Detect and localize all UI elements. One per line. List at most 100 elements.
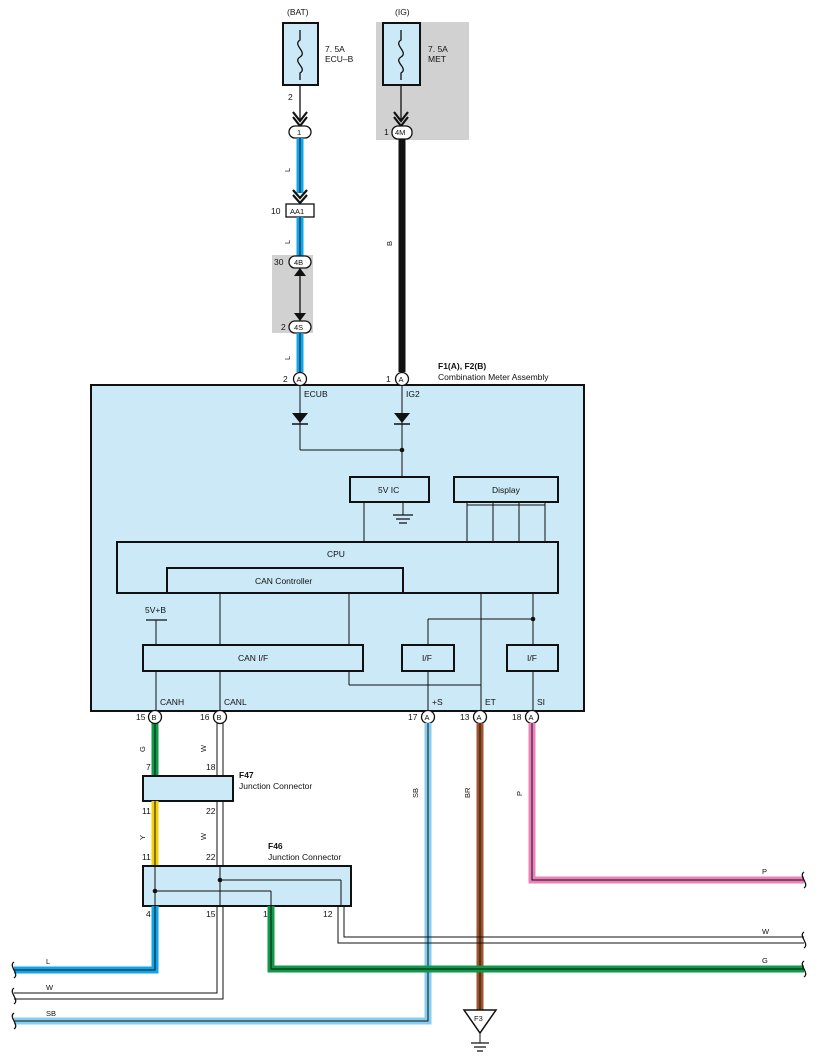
ecu-b-fuse-name: ECU–B [325, 54, 354, 64]
wire-g-label-1: G [138, 746, 147, 752]
meter-pin-top1-num: 2 [283, 374, 288, 384]
pin-15 [147, 709, 163, 725]
pin-18-num: 18 [512, 712, 522, 722]
ig-source-label: (IG) [395, 7, 410, 17]
wire-w-label-right: W [762, 927, 770, 936]
f46-junction-2 [217, 877, 223, 883]
display-label: Display [492, 485, 521, 495]
ecub-label: ECUB [304, 389, 328, 399]
canh-label: CANH [160, 697, 184, 707]
f46-code: F46 [268, 841, 283, 851]
si-label: SI [537, 697, 545, 707]
meter-title-name: Combination Meter Assembly [438, 372, 549, 382]
pin-16-conn: B [217, 713, 222, 722]
if-junction [530, 616, 536, 622]
wire-p-label-2: P [762, 867, 767, 876]
wire-y-label: Y [138, 835, 147, 840]
if2-box [506, 644, 559, 672]
pin-17-num: 17 [408, 712, 418, 722]
wire-l-label-2: L [283, 240, 292, 244]
wire-l-out-core [14, 906, 156, 971]
meter-pin-top2-conn: A [399, 375, 404, 384]
wire-w-label-2: W [199, 832, 208, 840]
ecu-b-fuse-rating: 7. 5A [325, 44, 345, 54]
f47-top-pin-18: 18 [206, 762, 216, 772]
break-mark-left-1 [11, 961, 17, 979]
wire-w-canl [216, 723, 224, 776]
f46-bottom-pin-12: 12 [323, 909, 333, 919]
wire-br-label: BR [463, 787, 472, 798]
aa1-connector-name: AA1 [290, 207, 304, 216]
wire-g-out-core [270, 906, 804, 970]
bat-connector-num: 1 [297, 128, 301, 137]
wire-l-label-out: L [46, 957, 50, 966]
diode-junction [399, 447, 405, 453]
can-controller-box [166, 567, 404, 594]
et-label: ET [485, 697, 496, 707]
ic-ground-icon [393, 514, 413, 524]
c4b-connector-name: 4B [294, 258, 303, 267]
wire-sb-label-1: SB [411, 788, 420, 798]
pin-15-num: 15 [136, 712, 146, 722]
can-if-box [142, 644, 364, 672]
aa1-arrow-icon [292, 189, 308, 205]
pin-16 [212, 709, 228, 725]
met-fuse-icon [398, 30, 404, 80]
f46-bottom-pin-15: 15 [206, 909, 216, 919]
f46-connector-box [142, 865, 352, 907]
ecu-b-fuse-icon [297, 30, 303, 80]
wire-p-core [531, 723, 804, 881]
ecu-b-fuse-pin: 2 [288, 92, 293, 102]
c4b-pin: 30 [274, 257, 284, 267]
wire-sb-label-2: SB [46, 1009, 56, 1018]
supply-5vb-label: 5V+B [145, 605, 166, 615]
display-box [453, 476, 559, 503]
plus-s-label: +S [432, 697, 443, 707]
f47-connector-box [142, 775, 234, 802]
ground-icon [471, 1042, 489, 1052]
ground-f3-label: F3 [474, 1014, 483, 1023]
wire-w-out-right [337, 906, 804, 944]
cpu-label: CPU [327, 549, 345, 559]
wire-l-label-1: L [283, 168, 292, 172]
wire-w-label-left: W [46, 983, 54, 992]
wire-l-out [14, 906, 159, 974]
f47-top-pin-7: 7 [146, 762, 151, 772]
break-mark-right-2 [801, 931, 807, 949]
if1-label: I/F [422, 653, 432, 663]
c4b-arrow-icon [294, 268, 306, 276]
f46-junction-1 [152, 888, 158, 894]
pin-16-num: 16 [200, 712, 210, 722]
if2-label: I/F [527, 653, 537, 663]
wire-w-f47-f46 [216, 801, 224, 866]
pin-17-conn: A [425, 713, 430, 722]
pin-13-num: 13 [460, 712, 470, 722]
break-mark-right-3 [801, 960, 807, 978]
met-fuse-rating: 7. 5A [428, 44, 448, 54]
pin-13-conn: A [477, 713, 482, 722]
f46-top-pin-11: 11 [142, 852, 151, 862]
ig2-label: IG2 [406, 389, 420, 399]
ig-connector-name: 4M [395, 128, 405, 137]
aa1-pin: 10 [271, 206, 281, 216]
bat-source-label: (BAT) [287, 7, 309, 17]
c4s-connector-name: 4S [294, 323, 303, 332]
meter-pin-top1-conn: A [297, 375, 302, 384]
meter-pin-top2-num: 1 [386, 374, 391, 384]
wire-w-out-left [14, 906, 224, 1000]
break-mark-left-2 [11, 987, 17, 1005]
meter-title-code: F1(A), F2(B) [438, 361, 486, 371]
break-mark-right-1 [801, 871, 807, 889]
ic-5v-label: 5V IC [378, 485, 399, 495]
wire-sb-core [14, 723, 429, 1022]
f46-top-pin-22: 22 [206, 852, 216, 862]
pin-15-conn: B [152, 713, 157, 722]
f46-bottom-pin-1: 1 [263, 909, 268, 919]
wire-g-label-out: G [762, 956, 768, 965]
can-controller-label: CAN Controller [255, 576, 312, 586]
wire-b-label: B [385, 241, 394, 246]
pin-18-conn: A [529, 713, 534, 722]
f46-bottom-pin-4: 4 [146, 909, 151, 919]
if1-box [401, 644, 455, 672]
